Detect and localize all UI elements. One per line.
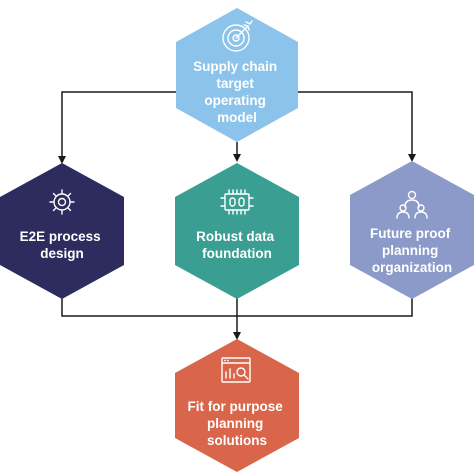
label-line: model (217, 110, 257, 125)
analytics-window-icon (221, 357, 251, 383)
node-label: Supply chain target operating model (193, 59, 281, 125)
hex-node-robust-data: Robust data foundation (175, 163, 299, 299)
label-line: Future proof (370, 226, 451, 241)
label-line: Fit for purpose (187, 399, 283, 414)
node-label: Future proof planning organization (370, 226, 454, 275)
gear-icon (49, 189, 75, 215)
team-icon (396, 190, 428, 219)
label-line: planning (382, 243, 438, 258)
label-line: Robust data (196, 229, 274, 244)
label-line: foundation (202, 246, 272, 261)
hex-node-fit-for-purpose: Fit for purpose planning solutions (175, 339, 299, 472)
hex-node-future-proof: Future proof planning organization (350, 161, 474, 299)
hex-shape (350, 161, 474, 299)
label-line: planning (207, 416, 263, 431)
hex-shape (0, 163, 124, 299)
node-label: E2E process design (20, 229, 105, 261)
connector-top-to-left (58, 91, 176, 164)
hex-shape (175, 163, 299, 299)
hex-shape (176, 8, 298, 142)
connectors (58, 91, 416, 340)
data-chip-icon (220, 189, 254, 215)
target-icon (222, 20, 253, 52)
connector-top-to-right (298, 91, 416, 162)
label-line: operating (204, 93, 266, 108)
hex-shape (175, 339, 299, 472)
label-line: target (216, 76, 254, 91)
label-line: design (40, 246, 84, 261)
node-label: Robust data foundation (196, 229, 278, 261)
label-line: organization (372, 260, 452, 275)
hex-node-e2e-process: E2E process design (0, 163, 124, 299)
hex-node-supply-chain: Supply chain target operating model (176, 8, 298, 142)
label-line: E2E process (20, 229, 101, 244)
label-line: Supply chain (193, 59, 277, 74)
node-label: Fit for purpose planning solutions (187, 399, 286, 448)
label-line: solutions (207, 433, 267, 448)
